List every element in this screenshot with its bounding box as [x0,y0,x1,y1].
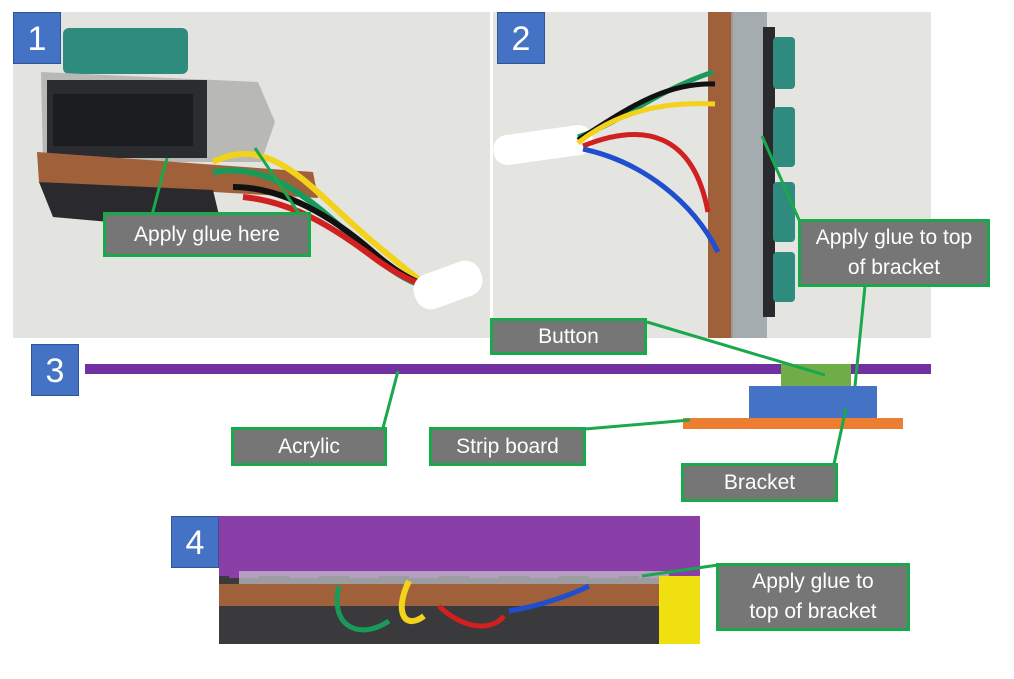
photo-1-sensor-with-wires [13,12,490,338]
callout-button: Button [490,318,647,355]
step-3-badge: 3 [31,344,79,396]
button-block [781,364,851,386]
callout-bracket: Bracket [681,463,838,502]
callout-apply-glue-top-of-bracket-photo2: Apply glue to top of bracket [798,219,990,287]
callout-apply-glue-here: Apply glue here [103,212,311,257]
callout-apply-glue-top-of-bracket-photo4: Apply glue to top of bracket [716,563,910,631]
photo-4-assembled-acrylic-top [219,516,700,644]
callout-strip-board: Strip board [429,427,586,466]
acrylic-layer [85,364,931,374]
strip-board-layer [683,418,903,429]
bracket-block [749,386,877,418]
callout-acrylic: Acrylic [231,427,387,466]
step-1-badge: 1 [13,12,61,64]
step-2-badge: 2 [497,12,545,64]
step-4-badge: 4 [171,516,219,568]
